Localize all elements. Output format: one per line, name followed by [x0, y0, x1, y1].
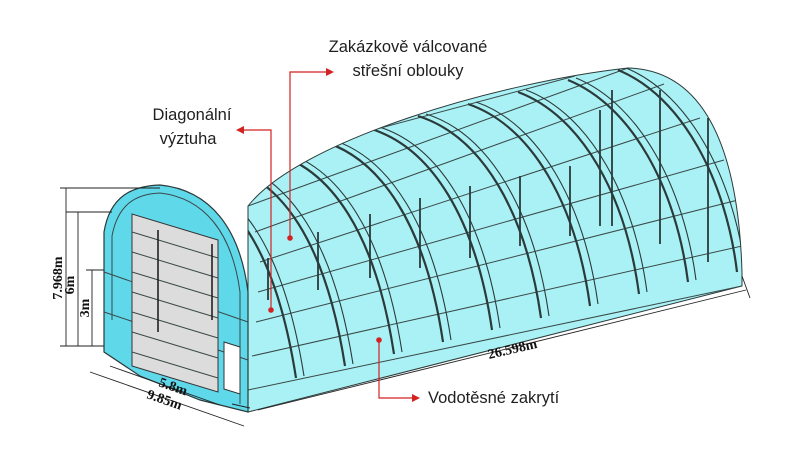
label-roof-arches-line1: Zakázkově válcované [329, 38, 488, 56]
dim-height-wall: 6m [63, 275, 78, 294]
roll-up-door [131, 213, 219, 393]
posts [267, 90, 709, 300]
callout-leaders [236, 68, 420, 402]
side-door [223, 341, 241, 395]
label-diagonal-bracing-line2: výztuha [160, 130, 218, 148]
label-roof-arches-line2: střešní oblouky [353, 62, 465, 80]
label-diagonal-bracing-line1: Diagonální [153, 106, 232, 124]
label-waterproof-cover: Vodotěsné zakrytí [428, 389, 560, 407]
dim-height-low: 3m [78, 298, 93, 317]
purlins [248, 68, 742, 391]
dim-height-total: 7.968m [51, 256, 66, 300]
dimension-lines [60, 187, 751, 427]
